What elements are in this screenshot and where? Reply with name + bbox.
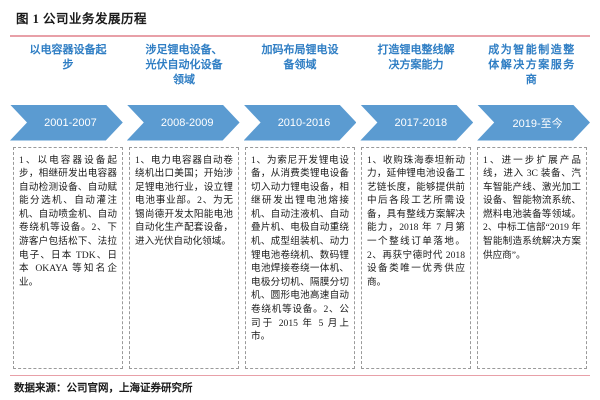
page-title: 图 1 公司业务发展历程 bbox=[16, 12, 148, 26]
stage-detail-box: 1、以电容器设备起步，相继研发出电容器自动检测设备、自动赋能分选机、自动灌注机、… bbox=[13, 146, 123, 369]
figure-title-row: 图 1 公司业务发展历程 bbox=[10, 0, 590, 32]
stage-header-label: 打造锂电整线解决方案能力 bbox=[377, 43, 455, 71]
timeline-period-label: 2008-2009 bbox=[160, 116, 214, 129]
timeline-chevron-5: 2019-至今 bbox=[477, 105, 590, 141]
stage-detail-text: 1、以电容器设备起步，相继研发出电容器自动检测设备、自动赋能分选机、自动灌注机、… bbox=[19, 154, 117, 288]
timeline-period-label: 2017-2018 bbox=[394, 116, 448, 129]
stage-header-2: 涉足锂电设备、光伏自动化设备领域 bbox=[126, 43, 242, 88]
stage-header-label: 以电容器设备起步 bbox=[29, 43, 107, 71]
timeline-chevron-2: 2008-2009 bbox=[127, 105, 240, 141]
stage-header-label: 成为智能制造整体解决方案服务商 bbox=[488, 43, 576, 86]
stage-detail-text: 1、收购珠海泰坦新动力，延伸锂电池设备工艺链长度，能够提供前中后各段工艺所需设备… bbox=[367, 154, 465, 288]
footer-divider bbox=[10, 374, 590, 376]
stage-detail-box: 1、为索尼开发锂电设备，从消费类锂电设备切入动力锂电设备，相继研发出锂电池熔接机… bbox=[245, 146, 355, 369]
timeline-period-label: 2019-至今 bbox=[512, 117, 563, 130]
timeline-period-label: 2010-2016 bbox=[277, 116, 331, 129]
stage-header-4: 打造锂电整线解决方案能力 bbox=[358, 43, 474, 73]
stage-detail-box: 1、电力电容器自动卷绕机出口美国；开始涉足锂电池行业，设立锂电池事业部。2、为无… bbox=[129, 146, 239, 369]
timeline-chevron-band: 2001-2007 2008-2009 2010-2016 2017-2018 … bbox=[10, 105, 590, 141]
stage-detail-text: 1、进一步扩展产品线，进入 3C 装备、汽车智能产线、激光加工设备、智能物流系统… bbox=[483, 154, 581, 261]
timeline-chevron-4: 2017-2018 bbox=[360, 105, 473, 141]
stage-detail-cell-5: 1、进一步扩展产品线，进入 3C 装备、汽车智能产线、激光加工设备、智能物流系统… bbox=[474, 146, 590, 369]
timeline-chevron-3: 2010-2016 bbox=[244, 105, 357, 141]
timeline-chevron-1: 2001-2007 bbox=[10, 105, 123, 141]
stage-header-label: 加码布局锂电设备领域 bbox=[261, 43, 339, 71]
stage-detail-cell-2: 1、电力电容器自动卷绕机出口美国；开始涉足锂电池行业，设立锂电池事业部。2、为无… bbox=[126, 146, 242, 369]
stage-detail-row: 1、以电容器设备起步，相继研发出电容器自动检测设备、自动赋能分选机、自动灌注机、… bbox=[10, 146, 590, 369]
source-note: 数据来源：公司官网，上海证券研究所 bbox=[14, 383, 193, 394]
title-divider bbox=[10, 35, 590, 37]
stage-detail-box: 1、进一步扩展产品线，进入 3C 装备、汽车智能产线、激光加工设备、智能物流系统… bbox=[477, 146, 587, 369]
timeline-period-label: 2001-2007 bbox=[44, 116, 97, 129]
stage-headers-row: 以电容器设备起步 涉足锂电设备、光伏自动化设备领域 加码布局锂电设备领域 打造锂… bbox=[10, 37, 590, 105]
stage-header-3: 加码布局锂电设备领域 bbox=[242, 43, 358, 73]
stage-detail-cell-1: 1、以电容器设备起步，相继研发出电容器自动检测设备、自动赋能分选机、自动灌注机、… bbox=[10, 146, 126, 369]
stage-header-label: 涉足锂电设备、光伏自动化设备领域 bbox=[145, 43, 223, 86]
stage-header-5: 成为智能制造整体解决方案服务商 bbox=[474, 43, 590, 88]
stage-detail-box: 1、收购珠海泰坦新动力，延伸锂电池设备工艺链长度，能够提供前中后各段工艺所需设备… bbox=[361, 146, 471, 369]
stage-detail-cell-3: 1、为索尼开发锂电设备，从消费类锂电设备切入动力锂电设备，相继研发出锂电池熔接机… bbox=[242, 146, 358, 369]
stage-detail-cell-4: 1、收购珠海泰坦新动力，延伸锂电池设备工艺链长度，能够提供前中后各段工艺所需设备… bbox=[358, 146, 474, 369]
stage-detail-text: 1、为索尼开发锂电设备，从消费类锂电设备切入动力锂电设备，相继研发出锂电池熔接机… bbox=[251, 154, 349, 343]
stage-header-1: 以电容器设备起步 bbox=[10, 43, 126, 73]
stage-detail-text: 1、电力电容器自动卷绕机出口美国；开始涉足锂电池行业，设立锂电池事业部。2、为无… bbox=[135, 154, 233, 248]
